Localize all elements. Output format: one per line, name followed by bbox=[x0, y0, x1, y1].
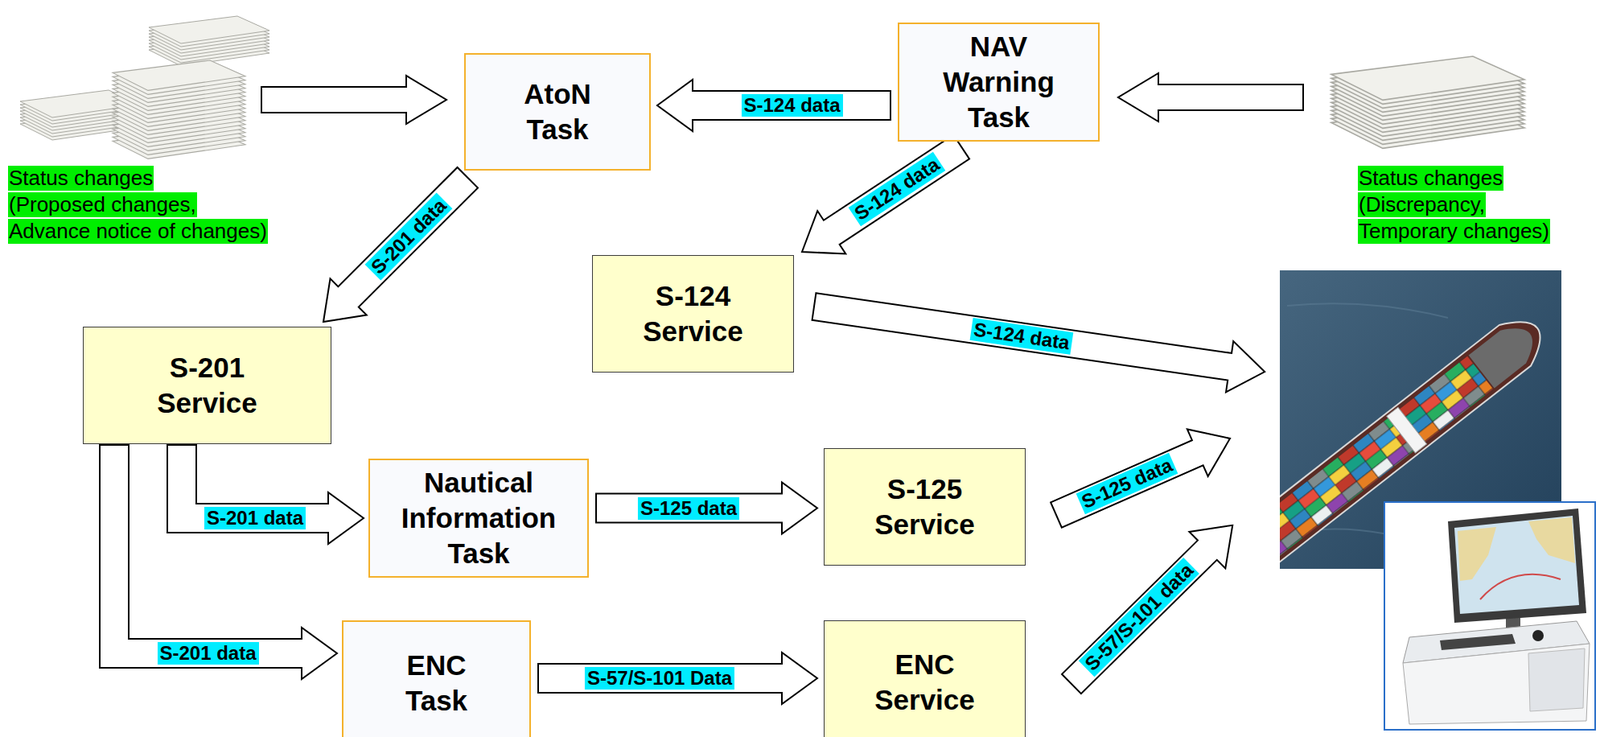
arrow-fill bbox=[829, 147, 961, 234]
box-text: NAV Warning Task bbox=[918, 28, 1080, 136]
edge-label: S-124 data bbox=[848, 152, 947, 227]
arrow-fill bbox=[114, 445, 305, 654]
block-arrow bbox=[323, 176, 469, 322]
service-box: S-125 Service bbox=[823, 448, 1026, 566]
block-arrow bbox=[595, 482, 818, 535]
box-text: ENC Service bbox=[848, 646, 1002, 718]
paper-sheet bbox=[112, 60, 246, 91]
arrow-fill bbox=[538, 664, 785, 692]
arrow-head bbox=[301, 627, 338, 679]
monitor-screen bbox=[1454, 515, 1580, 614]
status-note: (Discrepancy, bbox=[1357, 192, 1486, 218]
flow-label: S-57/S-101 data bbox=[1078, 557, 1200, 678]
block-arrow-shape bbox=[1045, 415, 1241, 539]
edge-label: S-201 data bbox=[364, 193, 453, 281]
arrow-head bbox=[781, 482, 818, 535]
task-box: ENC Task bbox=[341, 620, 531, 737]
arrow-fill bbox=[596, 494, 785, 523]
keyboard bbox=[1439, 633, 1516, 650]
block-arrow-shape bbox=[1053, 506, 1251, 703]
service-box: S-124 Service bbox=[592, 255, 794, 373]
edge-label: S-125 data bbox=[637, 497, 740, 520]
edge-label: S-201 data bbox=[204, 506, 306, 530]
arrow-outline bbox=[114, 444, 302, 654]
box-text: AtoN Task bbox=[497, 76, 618, 148]
ecdis-console bbox=[1384, 501, 1596, 730]
arrow-head bbox=[657, 79, 693, 132]
task-box: NAV Warning Task bbox=[897, 22, 1100, 142]
paper-pile bbox=[20, 16, 270, 159]
block-arrow bbox=[181, 444, 364, 544]
status-note: (Proposed changes, bbox=[8, 192, 198, 218]
box-text: Nautical Information Task bbox=[382, 464, 576, 572]
paper-pile bbox=[1331, 56, 1525, 149]
arrow-head bbox=[781, 652, 818, 704]
trackball bbox=[1532, 629, 1544, 642]
block-arrow bbox=[537, 652, 818, 704]
block-arrow bbox=[802, 146, 963, 255]
block-arrow bbox=[114, 444, 338, 679]
arrow-fill bbox=[346, 177, 468, 299]
box-text: S-201 Service bbox=[131, 349, 284, 421]
box-text: S-124 Service bbox=[616, 278, 770, 350]
block-arrow bbox=[1045, 415, 1241, 539]
block-arrow-shape bbox=[810, 280, 1268, 397]
status-note: Status changes bbox=[1357, 165, 1504, 191]
edge-label: S-57/S-101 Data bbox=[584, 666, 735, 690]
console-frame bbox=[1384, 501, 1596, 730]
paper-sheet bbox=[148, 16, 270, 44]
task-box: Nautical Information Task bbox=[368, 458, 589, 578]
wave bbox=[1287, 303, 1448, 318]
block-arrow bbox=[657, 79, 892, 132]
ship-bow bbox=[1468, 316, 1543, 388]
box-text: S-125 Service bbox=[848, 471, 1002, 543]
box-text: ENC Task bbox=[380, 647, 494, 719]
ship-bridge bbox=[1386, 407, 1428, 453]
service-box: S-201 Service bbox=[82, 326, 332, 445]
chart-route bbox=[1480, 574, 1561, 600]
chart-land bbox=[1457, 526, 1497, 581]
service-box: ENC Service bbox=[823, 620, 1026, 737]
status-note: Status changes bbox=[8, 165, 154, 191]
console-body bbox=[1402, 643, 1590, 724]
flow-label: S-124 data bbox=[970, 317, 1074, 355]
block-arrow bbox=[1118, 73, 1304, 122]
paper-sheet bbox=[1331, 56, 1525, 100]
block-arrow bbox=[261, 75, 447, 124]
task-box: AtoN Task bbox=[464, 53, 651, 171]
block-arrow bbox=[810, 280, 1268, 397]
monitor bbox=[1447, 508, 1587, 623]
arrow-fill bbox=[690, 91, 890, 120]
edge-label: S-201 data bbox=[156, 641, 259, 665]
console-panel bbox=[1528, 648, 1585, 712]
arrow-head bbox=[328, 492, 364, 544]
status-note: Advance notice of changes) bbox=[8, 218, 268, 244]
block-arrow bbox=[1053, 506, 1251, 703]
flow-label: S-125 data bbox=[1076, 452, 1179, 515]
edge-label: S-124 data bbox=[740, 94, 843, 117]
chart-land bbox=[1528, 517, 1576, 564]
status-note: Temporary changes) bbox=[1357, 218, 1551, 244]
